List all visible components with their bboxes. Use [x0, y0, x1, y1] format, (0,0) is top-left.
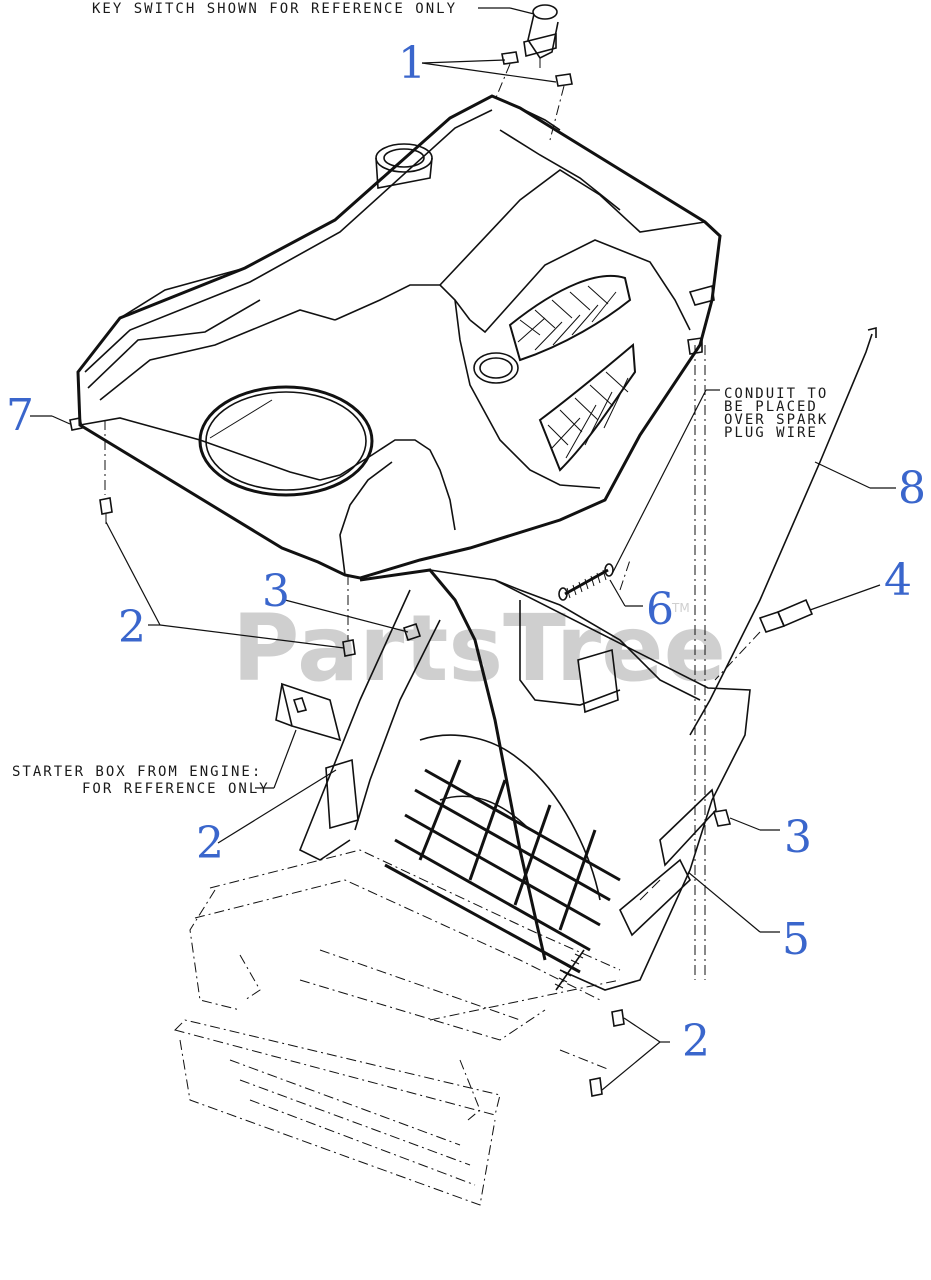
- note-conduit-line-1: CONDUIT TO: [724, 386, 828, 402]
- callout-7[interactable]: 7: [6, 390, 34, 441]
- starter-box: [275, 682, 342, 742]
- side-plate: [619, 788, 717, 937]
- engine-shroud: [76, 94, 722, 580]
- screw-item-2-left: [99, 497, 113, 524]
- wire-harness: [689, 333, 873, 736]
- callout-2-left[interactable]: 2: [118, 602, 146, 653]
- note-conduit-line-2: BE PLACED: [724, 399, 818, 415]
- callout-3-top[interactable]: 3: [262, 566, 290, 617]
- callout-8[interactable]: 8: [898, 463, 926, 514]
- screw-item-1: [494, 51, 573, 141]
- callout-6[interactable]: 6: [646, 584, 674, 635]
- lower-grille: [538, 342, 637, 472]
- spark-plug-conduit: [558, 563, 614, 601]
- callout-4[interactable]: 4: [884, 555, 912, 606]
- watermark-text: PartsTree: [232, 595, 726, 702]
- note-conduit-line-3: OVER SPARK: [724, 412, 828, 428]
- screw-item-2-low: [589, 1009, 625, 1097]
- callout-2-lower-left[interactable]: 2: [196, 818, 224, 869]
- watermark-trademark: TM: [671, 601, 690, 615]
- upper-grille: [508, 274, 632, 362]
- connector: [714, 598, 814, 681]
- screw-item-2-mid: [342, 639, 356, 657]
- callout-1[interactable]: 1: [398, 38, 426, 89]
- chute-housing: [298, 568, 751, 991]
- leader-lines: [30, 7, 896, 1091]
- key-switch: [523, 4, 559, 68]
- callout-3-right[interactable]: 3: [784, 812, 812, 863]
- callout-2-lower-right[interactable]: 2: [682, 1016, 710, 1067]
- note-starter-box-line-1: STARTER BOX FROM ENGINE:: [12, 764, 262, 780]
- frame-base: [104, 345, 706, 1206]
- nut-item-3: [402, 622, 732, 827]
- note-conduit-line-4: PLUG WIRE: [724, 425, 818, 441]
- note-starter-box-line-2: FOR REFERENCE ONLY: [82, 781, 270, 797]
- note-key-switch: KEY SWITCH SHOWN FOR REFERENCE ONLY: [92, 1, 457, 17]
- callout-5[interactable]: 5: [782, 914, 810, 965]
- fastener-item-7: [69, 417, 83, 431]
- impeller-grid: [384, 759, 621, 974]
